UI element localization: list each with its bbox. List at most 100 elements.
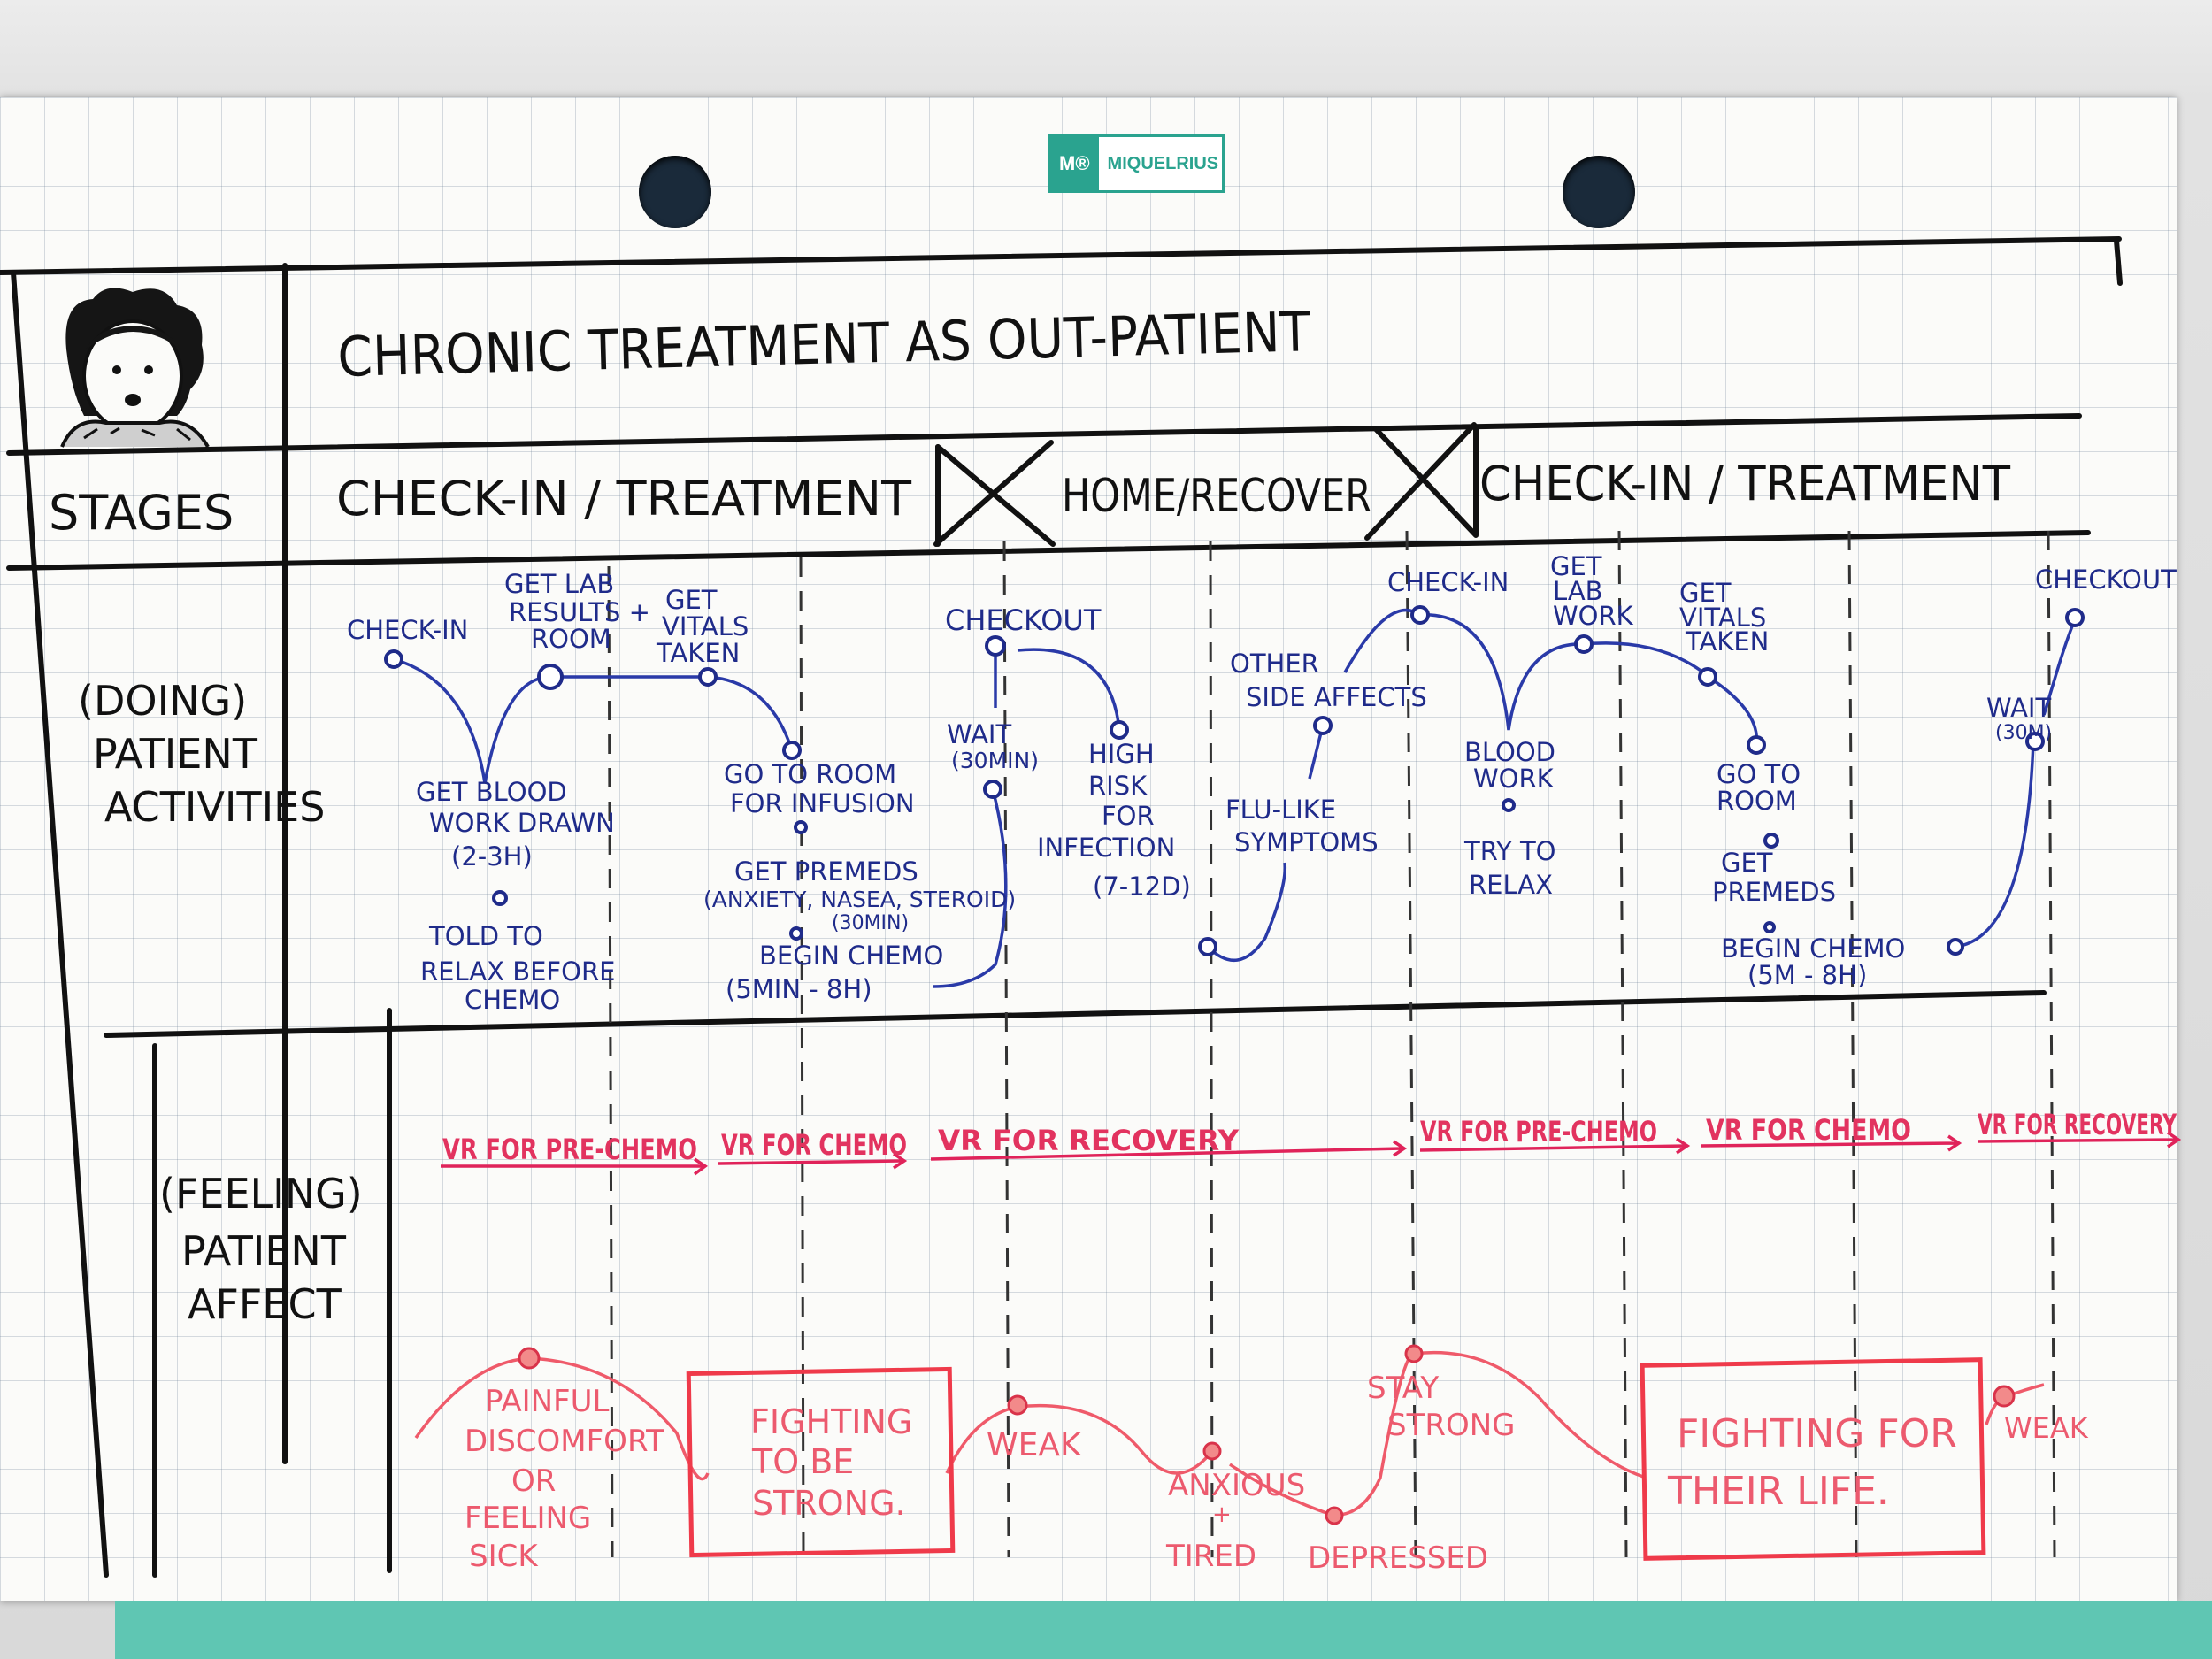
activity-relax2-line2: RELAX <box>1469 870 1553 900</box>
vr-pre-chemo-2: VR FOR PRE-CHEMO <box>1420 1115 1657 1148</box>
activity-other-line1: OTHER <box>1230 649 1319 679</box>
activity-get-lab-line1: GET LAB <box>504 569 614 599</box>
vr-chemo-2: VR FOR CHEMO <box>1706 1113 1911 1147</box>
activity-premeds1-line2: (anxiety, nasea, steroid) <box>703 887 1016 912</box>
activity-blood1-line2: WORK DRAWN <box>429 808 615 838</box>
affect-weak-1: WEAK <box>987 1427 1082 1463</box>
activity-flu-line1: FLU-LIKE <box>1225 795 1336 825</box>
binder-hole-right <box>1563 156 1635 228</box>
affect-painful-line2: DISCOMFORT <box>465 1424 664 1459</box>
activity-vitals1-line3: TAKEN <box>656 638 740 668</box>
activity-premeds1-line3: (30min) <box>832 912 909 934</box>
stage-checkin-treatment-1: CHECK-IN / TREATMENT <box>336 471 912 526</box>
map-title: CHRONIC TREATMENT AS OUT-PATIENT <box>336 299 1312 389</box>
activity-room1-line1: GO TO ROOM <box>724 759 896 789</box>
affect-labels: PAINFUL DISCOMFORT OR FEELING SICK FIGHT… <box>465 1371 2089 1576</box>
svg-text:ACTIVITIES: ACTIVITIES <box>104 783 325 831</box>
svg-text:(DOING): (DOING) <box>78 677 247 725</box>
affect-curve <box>414 1344 2045 1561</box>
activity-vitals1-line2: VITALS <box>662 611 749 641</box>
svg-text:(FEELING): (FEELING) <box>159 1170 363 1217</box>
activity-room1-line2: FOR INFUSION <box>730 788 915 818</box>
affect-fighting1-line3: STRONG. <box>752 1484 906 1523</box>
vr-pre-chemo-1: VR FOR PRE-CHEMO <box>442 1133 697 1166</box>
activity-risk-line4: INFECTION <box>1037 833 1175 863</box>
activity-risk-line3: FOR <box>1102 801 1155 831</box>
affect-fighting2-line1: FIGHTING FOR <box>1677 1411 1957 1456</box>
affect-painful-line4: FEELING <box>465 1501 591 1536</box>
vr-chemo-1: VR FOR CHEMO <box>721 1128 907 1162</box>
activity-labwork2-line1: GET <box>1550 551 1602 581</box>
svg-text:AFFECT: AFFECT <box>188 1280 342 1328</box>
vr-recovery-2: VR FOR RECOVERY <box>1978 1108 2177 1141</box>
grid-paper-sheet <box>0 97 2177 1601</box>
affect-depressed: DEPRESSED <box>1308 1540 1488 1576</box>
logo-mark: M® <box>1050 137 1099 190</box>
activity-chemo1-line2: (5min - 8h) <box>726 974 872 1004</box>
activity-get-lab-line3: ROOM <box>531 624 611 654</box>
binder-hole-left <box>639 156 711 228</box>
activity-vitals1-line1: GET <box>665 585 718 615</box>
affect-painful-line3: OR <box>511 1463 556 1499</box>
stage-home-recover: HOME/RECOVER <box>1062 470 1371 523</box>
activity-blood1-line1: GET BLOOD <box>416 777 567 807</box>
activity-told-line3: CHEMO <box>465 985 560 1015</box>
affect-anxious-line2: + <box>1212 1502 1232 1528</box>
activity-labwork2-line3: WORK <box>1553 601 1634 631</box>
activity-risk-line2: RISK <box>1088 771 1148 801</box>
affect-stay-line1: STAY <box>1367 1371 1439 1406</box>
journey-map-frame <box>0 236 2123 1578</box>
activity-relax2-line1: TRY TO <box>1463 836 1555 866</box>
doing-row-label: (DOING) PATIENT ACTIVITIES <box>78 677 325 831</box>
activity-blood2-line2: WORK <box>1473 764 1555 794</box>
activity-checkout-1: CHECKOUT <box>945 603 1102 637</box>
affect-painful-line1: PAINFUL <box>485 1384 609 1419</box>
feeling-row-label: (FEELING) PATIENT AFFECT <box>159 1170 363 1328</box>
affect-fighting1-line2: TO BE <box>751 1442 854 1481</box>
affect-stay-line2: STRONG <box>1387 1408 1516 1443</box>
activity-risk-line1: HIGH <box>1088 739 1155 769</box>
activity-labwork2-line2: LAB <box>1553 576 1603 606</box>
vr-intervention-row: VR FOR PRE-CHEMO VR FOR CHEMO VR FOR REC… <box>441 1108 2182 1176</box>
activity-chemo1-line1: BEGIN CHEMO <box>759 941 943 971</box>
persona-avatar <box>60 288 210 449</box>
activity-labels: CHECK-IN GET LAB RESULTS + ROOM GET VITA… <box>347 551 2177 1015</box>
activity-room2-line1: GO TO <box>1717 759 1801 789</box>
activity-flu-line2: SYMPTOMS <box>1234 827 1379 857</box>
activity-room2-line2: ROOM <box>1717 786 1797 816</box>
brand-logo: M® MIQUELRIUS <box>1048 134 1225 193</box>
activity-told-line1: TOLD TO <box>428 921 543 951</box>
activity-get-lab-line2: RESULTS + <box>509 597 650 627</box>
affect-anxious-line1: ANXIOUS <box>1168 1468 1305 1503</box>
affect-painful-line5: SICK <box>469 1539 539 1574</box>
activity-blood1-line3: (2-3h) <box>451 841 533 872</box>
activity-told-line2: RELAX BEFORE <box>420 956 615 987</box>
affect-weak-2: WEAK <box>2004 1411 2089 1445</box>
activity-chemo2-line1: BEGIN CHEMO <box>1721 933 1905 964</box>
vr-recovery-1: VR FOR RECOVERY <box>938 1124 1240 1157</box>
activity-risk-line5: (7-12d) <box>1093 872 1191 902</box>
activity-wait2-line2: (30m) <box>1995 722 2052 744</box>
activity-vitals2-line3: TAKEN <box>1685 626 1769 657</box>
activity-check-in-2: CHECK-IN <box>1387 567 1509 597</box>
svg-text:PATIENT: PATIENT <box>93 730 258 778</box>
stage-dividers <box>607 530 2056 1558</box>
activity-premeds2-line2: PREMEDS <box>1712 877 1836 907</box>
activity-wait1-line1: WAIT <box>947 719 1011 749</box>
activity-premeds1-line1: GET PREMEDS <box>734 856 918 887</box>
affect-fighting1-line1: FIGHTING <box>750 1402 912 1441</box>
activity-check-in-1: CHECK-IN <box>347 615 468 645</box>
teal-page-edge <box>115 1601 2212 1659</box>
activity-blood2-line1: BLOOD <box>1464 737 1555 767</box>
activity-chemo2-line2: (5m - 8h) <box>1747 960 1867 990</box>
activity-nodes <box>384 605 2085 956</box>
activity-wait1-line2: (30min) <box>951 748 1039 773</box>
activity-vitals2-line1: GET <box>1679 578 1732 608</box>
affect-anxious-line3: TIRED <box>1165 1539 1256 1574</box>
activity-wait2-line1: WAIT <box>1986 693 2051 723</box>
activity-checkout-2: CHECKOUT <box>2035 565 2177 595</box>
svg-text:PATIENT: PATIENT <box>181 1227 347 1275</box>
activity-premeds2-line1: GET <box>1721 848 1773 878</box>
activity-other-line2: SIDE AFFECTS <box>1246 682 1427 712</box>
